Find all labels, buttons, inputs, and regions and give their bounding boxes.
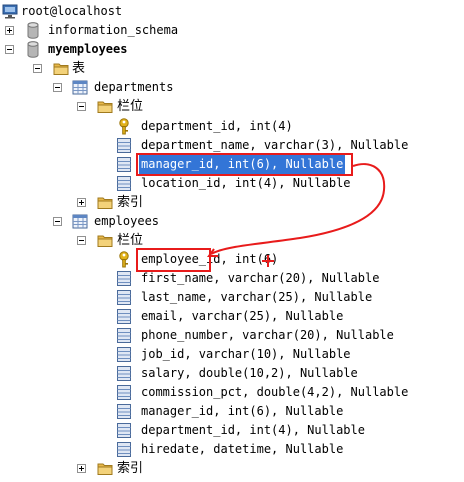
- collapse-icon[interactable]: [77, 236, 86, 245]
- index-folder-label: 索引: [117, 195, 144, 210]
- column-label: commission_pct, double(4,2), Nullable: [141, 385, 409, 399]
- column-label: first_name, varchar(20), Nullable: [141, 271, 380, 285]
- column-icon: [117, 347, 131, 368]
- key-icon: [117, 118, 131, 141]
- collapse-icon[interactable]: [53, 217, 62, 226]
- column-label: department_id, int(4): [141, 119, 293, 133]
- collapse-icon[interactable]: [77, 102, 86, 111]
- key-icon: [117, 251, 131, 274]
- expand-icon[interactable]: [77, 198, 86, 207]
- column-label: job_id, varchar(10), Nullable: [141, 347, 351, 361]
- column-icon: [117, 157, 131, 178]
- collapse-icon[interactable]: [5, 45, 14, 54]
- column-label: salary, double(10,2), Nullable: [141, 366, 358, 380]
- annotation-box-employee-id: [136, 248, 211, 272]
- table-icon: [72, 214, 88, 235]
- column-label: phone_number, varchar(20), Nullable: [141, 328, 394, 342]
- tables-folder-label: 表: [72, 61, 86, 76]
- folder-icon: [97, 461, 113, 482]
- database-icon: [27, 22, 39, 45]
- column-icon: [117, 385, 131, 406]
- table-label: departments: [94, 80, 174, 94]
- folder-icon: [53, 61, 69, 82]
- column-label: hiredate, datetime, Nullable: [141, 442, 344, 456]
- server-icon: [2, 4, 18, 25]
- column-icon: [117, 404, 131, 425]
- database-icon: [27, 41, 39, 64]
- table-icon: [72, 80, 88, 101]
- column-label: email, varchar(25), Nullable: [141, 309, 344, 323]
- column-label: last_name, varchar(25), Nullable: [141, 290, 373, 304]
- database-label: information_schema: [48, 23, 179, 37]
- column-icon: [117, 138, 131, 159]
- folder-icon: [97, 233, 113, 254]
- column-icon: [117, 423, 131, 444]
- folder-icon: [97, 99, 113, 120]
- column-label: department_id, int(4), Nullable: [141, 423, 365, 437]
- folder-icon: [97, 195, 113, 216]
- expand-icon[interactable]: [77, 464, 86, 473]
- column-icon: [117, 309, 131, 330]
- column-icon: [117, 328, 131, 349]
- annotation-box-manager-id: [136, 153, 353, 176]
- column-icon: [117, 442, 131, 463]
- column-icon: [117, 271, 131, 292]
- collapse-icon[interactable]: [53, 83, 62, 92]
- database-label: myemployees: [48, 42, 128, 56]
- index-folder-label: 索引: [117, 461, 144, 476]
- table-label: employees: [94, 214, 160, 228]
- column-label: department_name, varchar(3), Nullable: [141, 138, 409, 152]
- collapse-icon[interactable]: [33, 64, 42, 73]
- column-label: manager_id, int(6), Nullable: [141, 404, 344, 418]
- connection-label: root@localhost: [21, 4, 123, 18]
- columns-folder-label: 栏位: [117, 233, 144, 248]
- columns-folder-label: 栏位: [117, 99, 144, 114]
- column-icon: [117, 290, 131, 311]
- column-icon: [117, 366, 131, 387]
- column-icon: [117, 176, 131, 197]
- expand-icon[interactable]: [5, 26, 14, 35]
- column-label: location_id, int(4), Nullable: [141, 176, 351, 190]
